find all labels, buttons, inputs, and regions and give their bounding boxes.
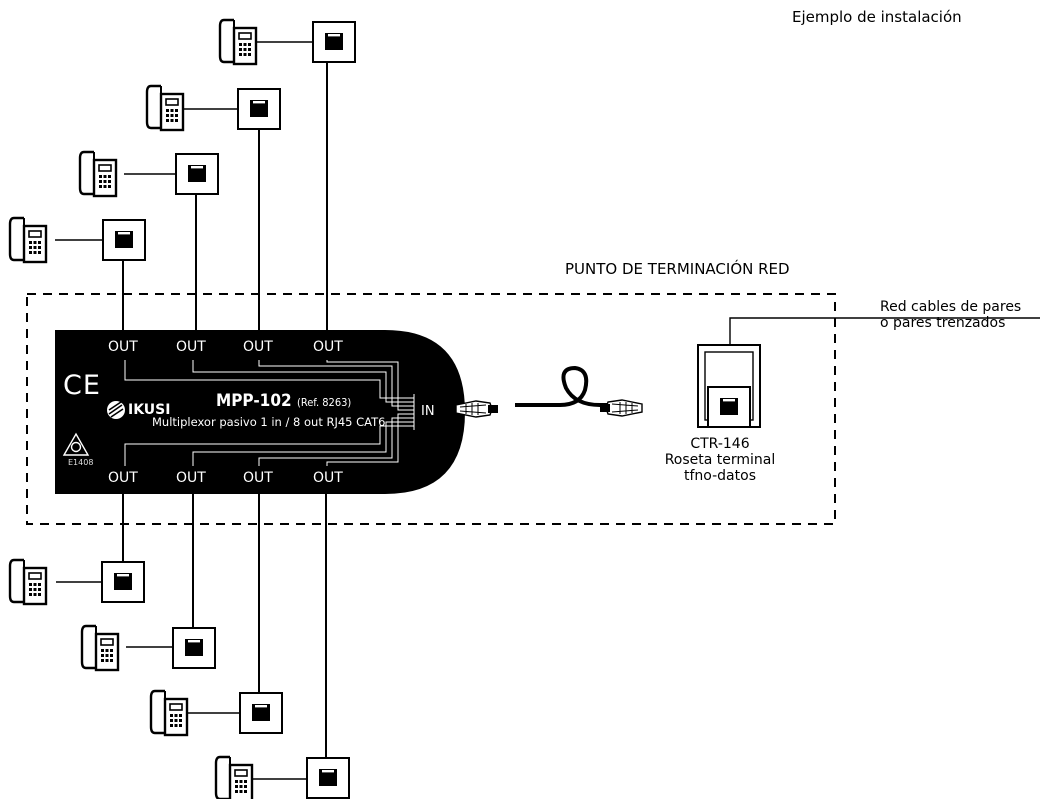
phone-icon (218, 18, 258, 66)
rj45-plug-icon (599, 399, 643, 417)
brand-name: IKUSI (128, 402, 171, 418)
out-port-label: OUT (176, 339, 206, 355)
page-title: Ejemplo de instalación (792, 8, 962, 26)
out-port-label: OUT (108, 339, 138, 355)
ikusi-logo-icon (107, 401, 125, 419)
certification-mark-icon (62, 432, 90, 456)
phone-icon (80, 624, 120, 672)
internal-wiring (124, 360, 415, 466)
cert-code: E1408 (68, 458, 94, 467)
network-cable-label: Red cables de pares o pares trenzados (880, 299, 1022, 331)
rj45-socket-icon (306, 757, 350, 799)
patch-cable (515, 365, 640, 407)
rj45-socket-icon (312, 21, 356, 63)
rj45-socket-icon (237, 88, 281, 130)
ce-mark-icon: CE (63, 370, 101, 401)
device-description: Multiplexor pasivo 1 in / 8 out RJ45 CAT… (152, 415, 386, 429)
phone-icon (145, 84, 185, 132)
rj45-plug-icon (455, 400, 499, 418)
termination-area-border (26, 293, 836, 525)
top-cables (122, 62, 328, 330)
out-port-label: OUT (243, 339, 273, 355)
network-cable-line (729, 317, 1040, 345)
phone-icon (78, 150, 118, 198)
in-port-label: IN (421, 404, 435, 419)
phone-icon (214, 755, 254, 799)
rj45-socket-icon (101, 561, 145, 603)
out-port-label: OUT (313, 470, 343, 486)
phone-icon (8, 558, 48, 606)
phone-icon (149, 689, 189, 737)
out-port-label: OUT (243, 470, 273, 486)
device-model: MPP-102 (Ref. 8263) (216, 391, 352, 411)
rj45-socket-icon (172, 627, 216, 669)
termination-point-label: PUNTO DE TERMINACIÓN RED (565, 260, 790, 278)
rosette-label: CTR-146 Roseta terminal tfno-datos (664, 436, 776, 484)
multiplexer-body (55, 330, 465, 494)
out-port-label: OUT (176, 470, 206, 486)
bottom-cables (122, 490, 327, 758)
out-port-label: OUT (108, 470, 138, 486)
rj45-socket-icon (175, 153, 219, 195)
out-port-label: OUT (313, 339, 343, 355)
rosette-ctr146 (697, 344, 761, 428)
phone-icon (8, 216, 48, 264)
rj45-socket-icon (239, 692, 283, 734)
rj45-socket-icon (102, 219, 146, 261)
